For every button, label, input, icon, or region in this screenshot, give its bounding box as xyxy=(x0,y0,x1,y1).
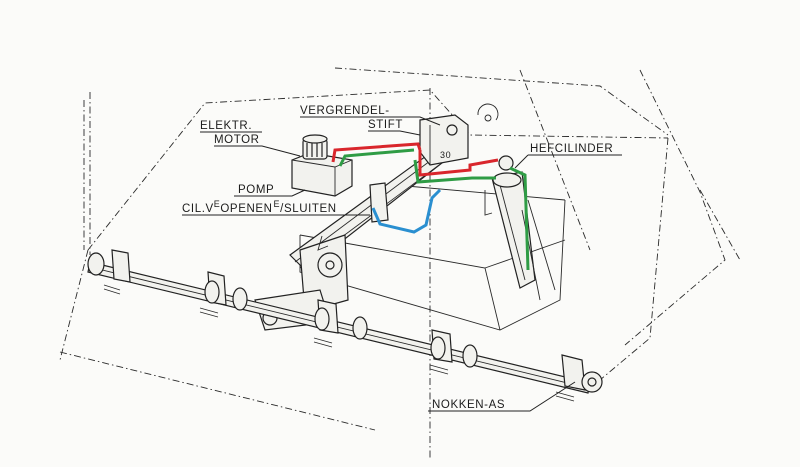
hull-outline xyxy=(59,67,741,460)
dimension-30: 30 xyxy=(440,150,451,160)
label-vergrendel-stift-line2: STIFT xyxy=(368,119,403,131)
camshaft-collars xyxy=(87,252,478,368)
label-nokken-as: NOKKEN-AS xyxy=(432,399,505,411)
label-cil-openen-sluiten: CIL.VEOPENENE/SLUITEN xyxy=(182,199,337,215)
label-elektr-motor-line1: ELEKTR. xyxy=(200,120,252,132)
label-elektr-motor-line2: MOTOR xyxy=(214,134,260,146)
label-vergrendel-stift-line1: VERGRENDEL- xyxy=(300,105,390,117)
hydraulic-lines xyxy=(331,142,530,271)
camshaft-feet xyxy=(103,284,575,402)
hydraulic-line-blue xyxy=(371,188,442,234)
lift-cylinder xyxy=(484,155,556,301)
camshaft xyxy=(87,249,603,402)
label-hefcilinder: HEFCILINDER xyxy=(530,143,613,155)
motor-pump-unit xyxy=(291,134,353,197)
hydraulic-line-green xyxy=(338,148,530,271)
hydraulic-line-red xyxy=(331,142,499,177)
labels: VERGRENDEL- STIFT ELEKTR. MOTOR POMP CIL… xyxy=(182,105,613,411)
leader-lines xyxy=(182,116,622,412)
label-pomp: POMP xyxy=(238,184,274,196)
